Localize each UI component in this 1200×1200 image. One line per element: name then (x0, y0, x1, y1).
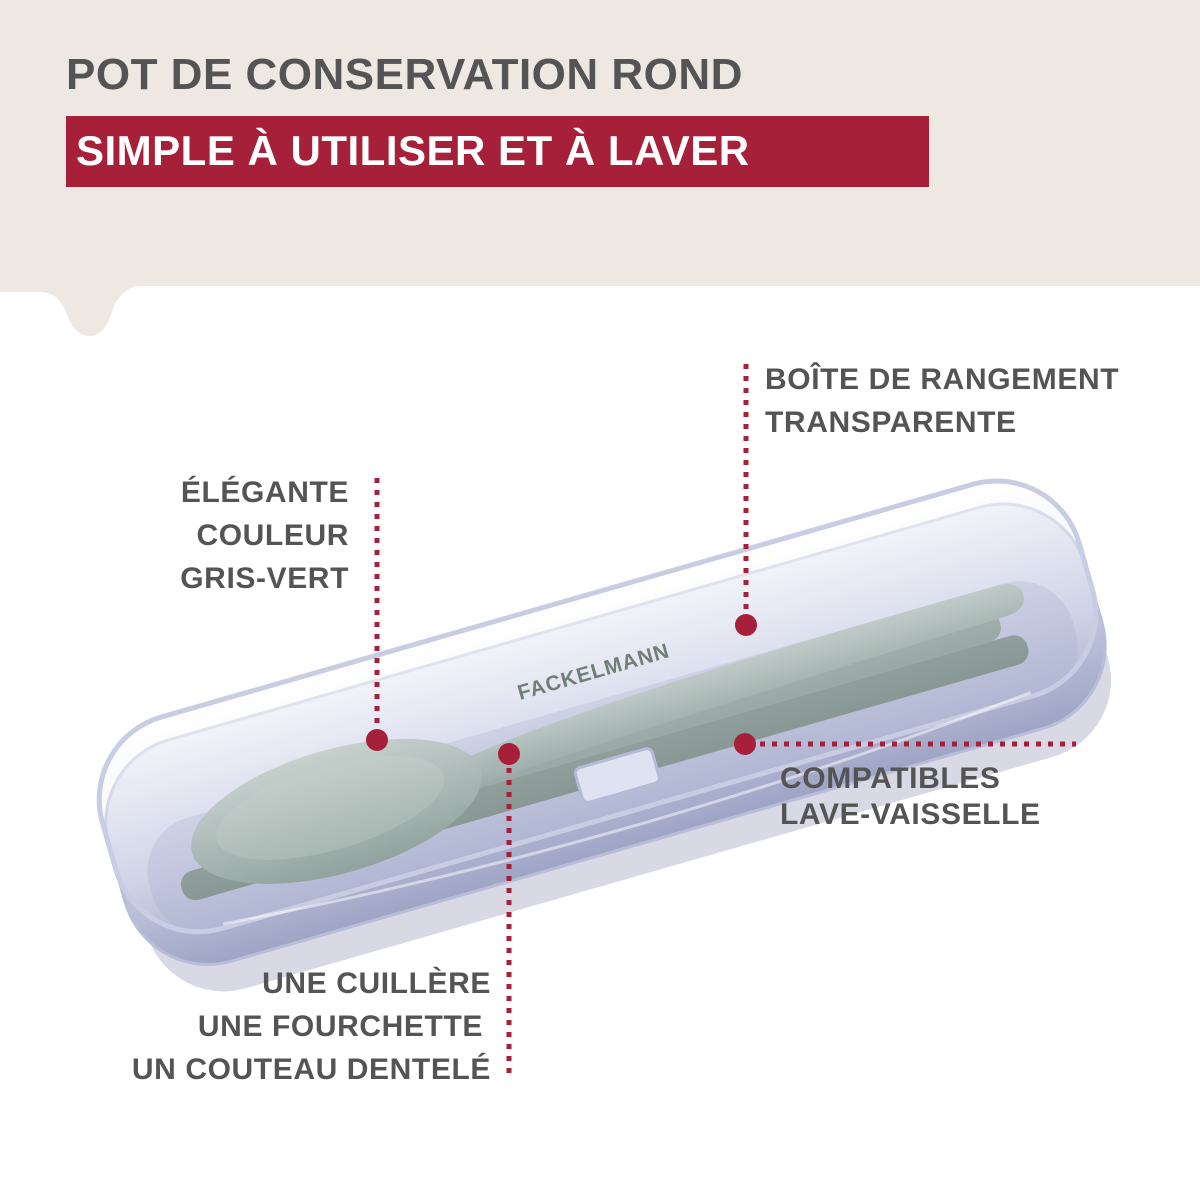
page-subtitle: SIMPLE À UTILISER ET À LAVER (76, 127, 750, 174)
callout-dot-contents (498, 743, 520, 765)
callout-contents: UNE CUILLÈRE UNE FOURCHETTE UN COUTEAU D… (132, 962, 491, 1091)
callout-text-line: COULEUR (196, 519, 349, 552)
callout-text-line: BOÎTE DE RANGEMENT (765, 363, 1120, 396)
callout-dot-color (366, 729, 388, 751)
callout-storage-box: BOÎTE DE RANGEMENT TRANSPARENTE (765, 358, 1119, 444)
page-title: POT DE CONSERVATION ROND (66, 50, 743, 99)
cutlery-case (96, 478, 1112, 992)
callout-text-line: UNE FOURCHETTE (197, 1010, 483, 1043)
callout-dot-dishwasher (734, 733, 756, 755)
callout-text-line: GRIS-VERT (180, 562, 349, 595)
callout-color-feature: ÉLÉGANTE COULEUR GRIS-VERT (180, 471, 349, 600)
callout-text-line: ÉLÉGANTE (180, 476, 349, 509)
header: POT DE CONSERVATION ROND SIMPLE À UTILIS… (0, 0, 1200, 340)
subtitle-ribbon: SIMPLE À UTILISER ET À LAVER (66, 116, 929, 187)
callout-dot-box (735, 614, 757, 636)
callout-text-line: COMPATIBLES (780, 762, 1001, 795)
callout-text-line: LAVE-VAISSELLE (780, 798, 1041, 831)
callout-text-line: UNE CUILLÈRE (262, 967, 491, 1000)
callout-dishwasher: COMPATIBLES LAVE-VAISSELLE (780, 761, 1041, 833)
callout-text-line: TRANSPARENTE (765, 406, 1017, 439)
callout-text-line: UN COUTEAU DENTELÉ (131, 1053, 491, 1086)
